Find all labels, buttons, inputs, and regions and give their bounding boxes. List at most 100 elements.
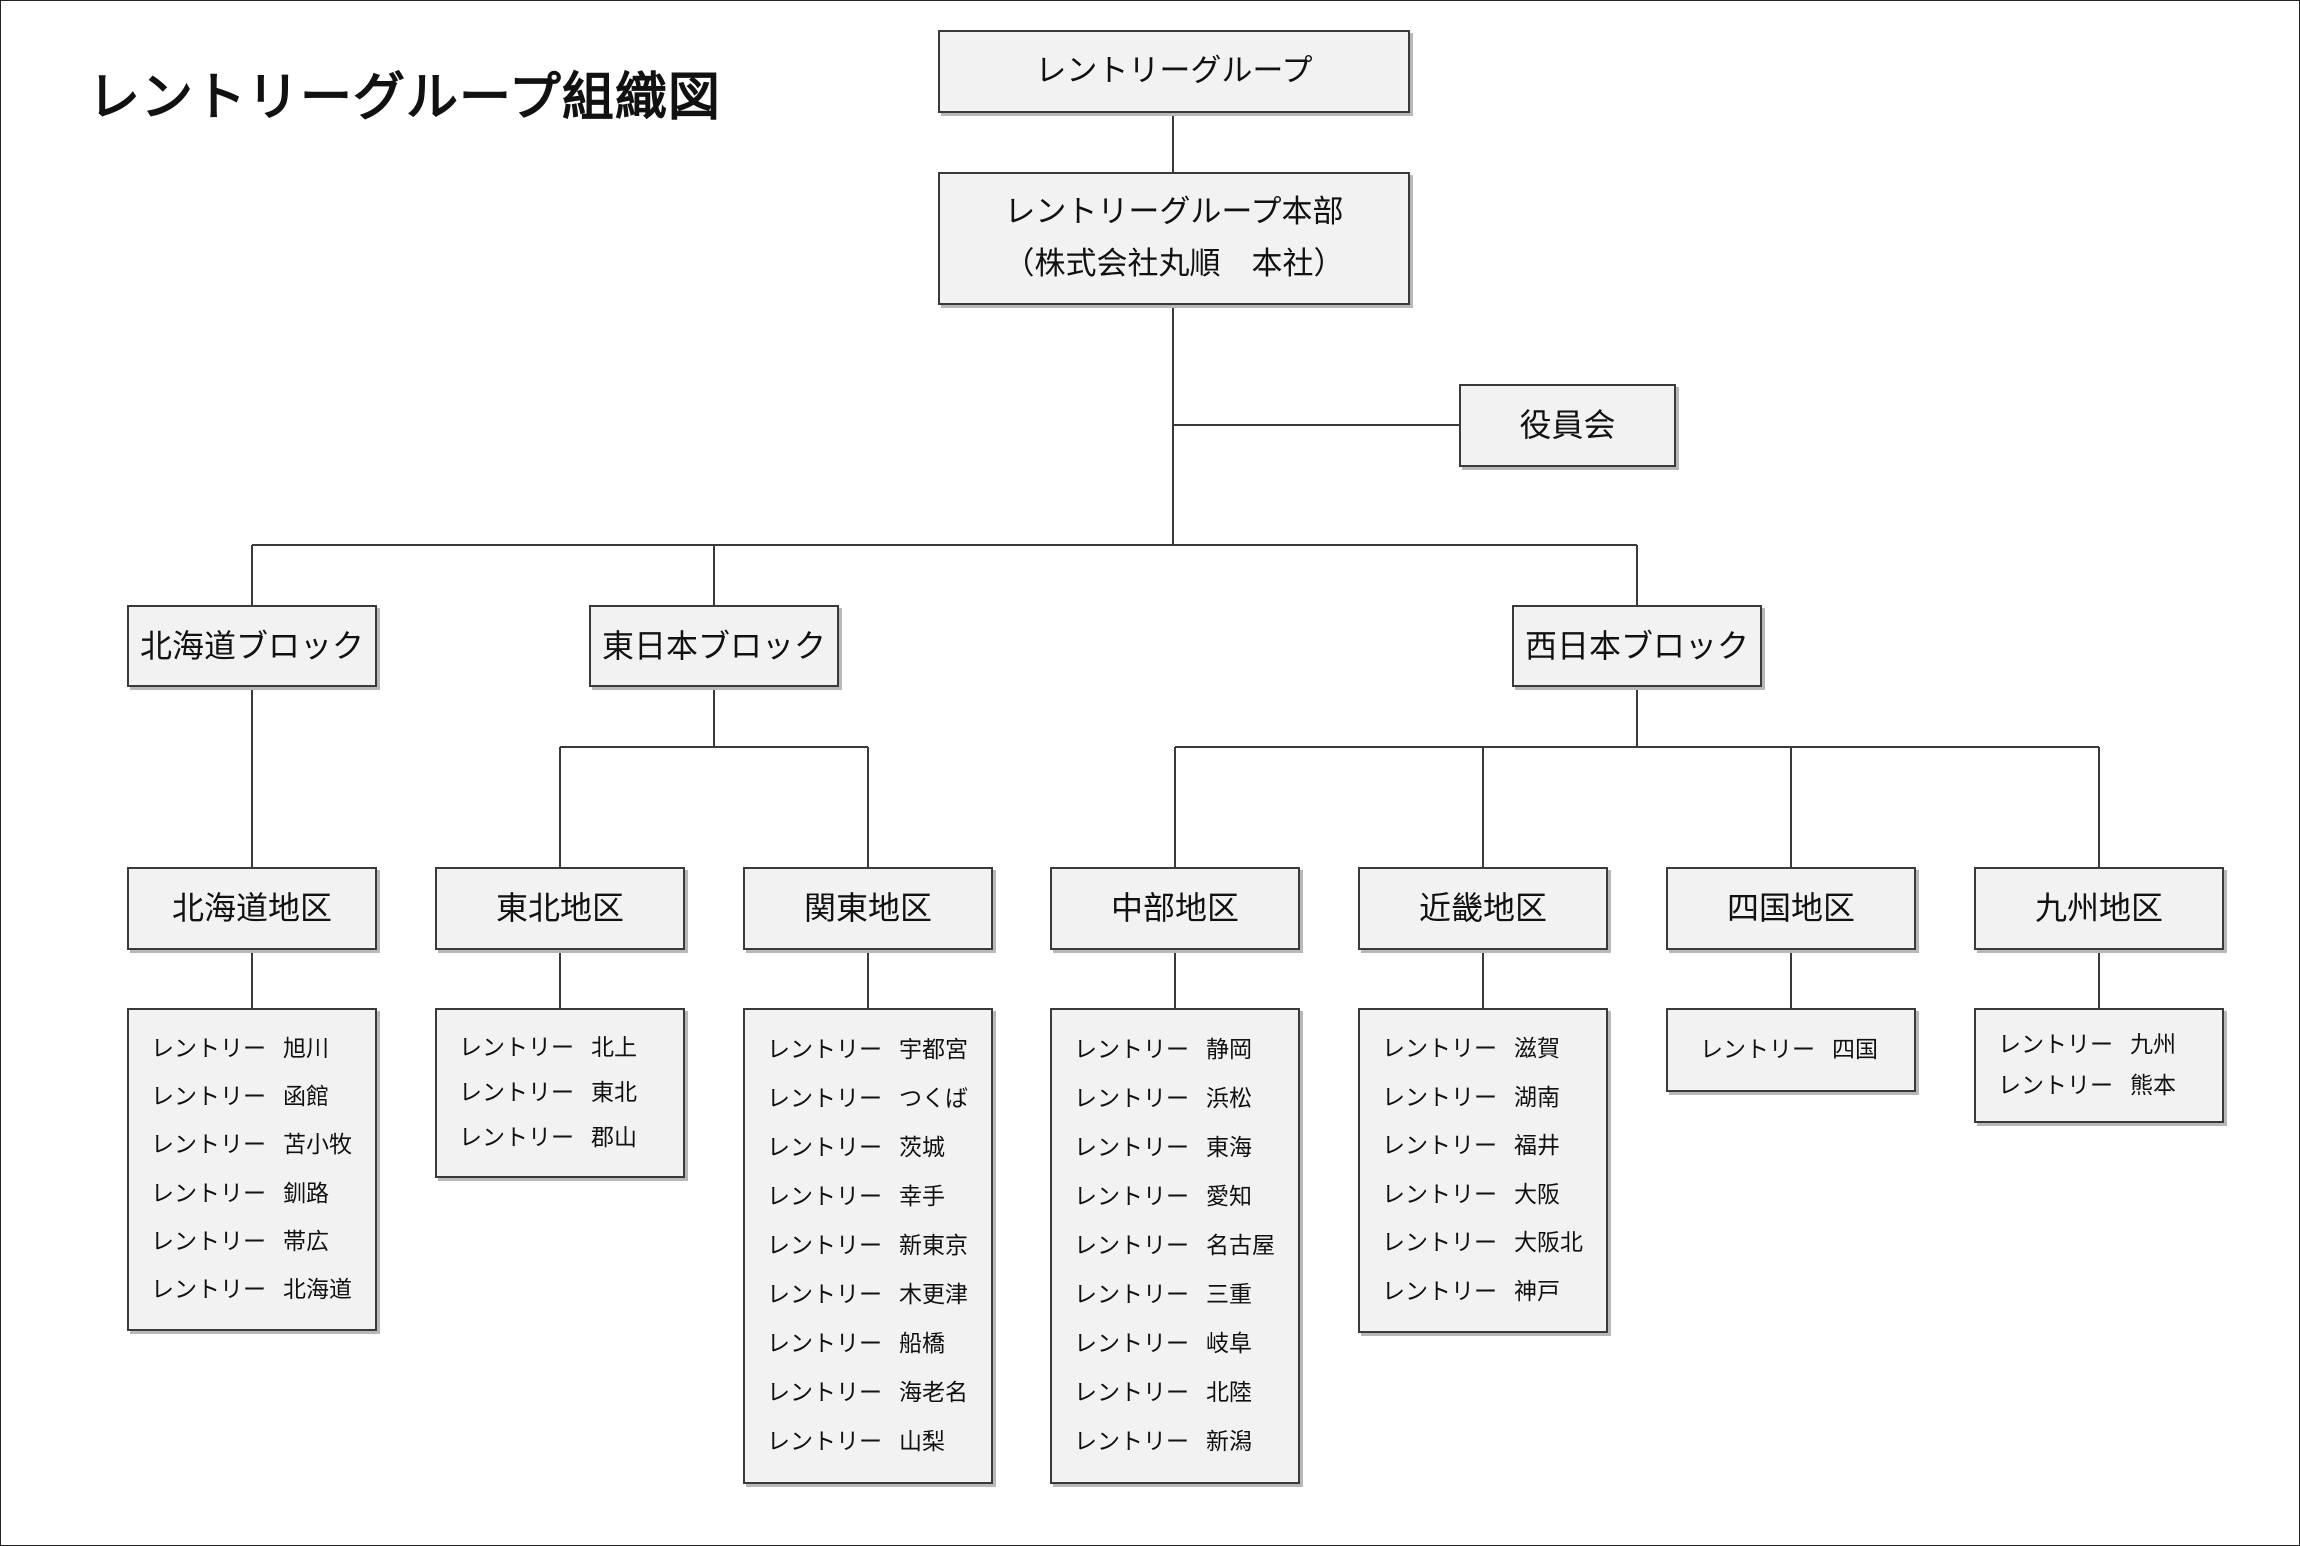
store-prefix: レントリー <box>459 1034 574 1061</box>
store-name: 北陸 <box>1206 1380 1252 1407</box>
store-prefix: レントリー <box>151 1132 266 1159</box>
store-name: 名古屋 <box>1206 1233 1275 1259</box>
store-item: レントリー帯広 <box>151 1227 329 1257</box>
store-item: レントリー旭川 <box>151 1034 329 1064</box>
store-item: レントリー茨城 <box>767 1133 945 1163</box>
store-name: 海老名 <box>899 1380 968 1407</box>
store-prefix: レントリー <box>767 1282 882 1309</box>
store-name: 新東京 <box>899 1233 968 1259</box>
store-name: 郡山 <box>591 1125 637 1152</box>
node-block-west-label: 西日本ブロック <box>1524 626 1749 665</box>
store-name: 東海 <box>1206 1134 1252 1161</box>
node-headquarters-line1: レントリーグループ本部 <box>1004 194 1344 231</box>
store-prefix: レントリー <box>767 1331 882 1358</box>
store-prefix: レントリー <box>459 1080 574 1106</box>
store-name: 大阪北 <box>1514 1230 1583 1257</box>
store-item: レントリー滋賀 <box>1382 1034 1560 1064</box>
store-item: レントリーつくば <box>767 1084 968 1114</box>
store-name: 茨城 <box>899 1134 945 1161</box>
node-region-chubu-label: 中部地区 <box>1110 889 1239 928</box>
store-item: レントリー北上 <box>459 1033 637 1063</box>
store-name: 新潟 <box>1206 1429 1252 1456</box>
store-prefix: レントリー <box>1074 1429 1189 1456</box>
store-name: 神戸 <box>1514 1278 1560 1305</box>
store-prefix: レントリー <box>151 1276 266 1303</box>
store-item: レントリー苫小牧 <box>151 1130 352 1160</box>
store-item: レントリー熊本 <box>1998 1071 2176 1101</box>
node-region-kanto: 関東地区 <box>743 867 993 950</box>
store-prefix: レントリー <box>1382 1084 1497 1111</box>
store-item: レントリー新東京 <box>767 1231 968 1261</box>
store-list-shikoku: レントリー四国 <box>1666 1008 1916 1092</box>
node-region-chubu: 中部地区 <box>1050 867 1300 950</box>
store-list-kyushu: レントリー九州レントリー熊本 <box>1974 1008 2224 1123</box>
node-block-west: 西日本ブロック <box>1512 605 1762 687</box>
store-list-kanto: レントリー宇都宮レントリーつくばレントリー茨城レントリー幸手レントリー新東京レン… <box>743 1008 993 1484</box>
store-item: レントリー船橋 <box>767 1329 945 1359</box>
store-item: レントリー三重 <box>1074 1280 1252 1310</box>
store-name: 北上 <box>591 1034 637 1061</box>
store-prefix: レントリー <box>151 1180 266 1207</box>
store-prefix: レントリー <box>767 1134 882 1161</box>
store-item: レントリー東海 <box>1074 1133 1252 1163</box>
store-item: レントリー新潟 <box>1074 1427 1252 1457</box>
store-item: レントリー郡山 <box>459 1123 637 1153</box>
store-prefix: レントリー <box>1382 1278 1497 1305</box>
node-board-label: 役員会 <box>1519 406 1616 445</box>
store-prefix: レントリー <box>1074 1085 1189 1112</box>
store-item: レントリー宇都宮 <box>767 1035 968 1065</box>
store-name: 浜松 <box>1206 1085 1252 1112</box>
store-prefix: レントリー <box>1382 1230 1497 1257</box>
node-block-hokkaido-label: 北海道ブロック <box>139 626 364 665</box>
store-prefix: レントリー <box>1700 1037 1815 1063</box>
store-item: レントリー名古屋 <box>1074 1231 1275 1261</box>
store-name: 愛知 <box>1206 1183 1252 1210</box>
store-name: 山梨 <box>899 1429 945 1456</box>
store-item: レントリー木更津 <box>767 1280 968 1310</box>
node-region-kinki: 近畿地区 <box>1358 867 1608 950</box>
node-region-tohoku: 東北地区 <box>435 867 685 950</box>
store-name: 岐阜 <box>1206 1331 1252 1358</box>
store-item: レントリー大阪北 <box>1382 1228 1583 1258</box>
node-root-label: レントリーグループ <box>1035 52 1313 89</box>
store-item: レントリー東北 <box>459 1078 637 1108</box>
store-prefix: レントリー <box>1074 1233 1189 1259</box>
store-prefix: レントリー <box>1074 1183 1189 1210</box>
store-item: レントリー大阪 <box>1382 1180 1560 1210</box>
store-prefix: レントリー <box>1998 1032 2113 1059</box>
store-item: レントリー湖南 <box>1382 1083 1560 1113</box>
store-item: レントリー静岡 <box>1074 1035 1252 1065</box>
store-prefix: レントリー <box>1382 1036 1497 1063</box>
store-item: レントリー釧路 <box>151 1179 329 1209</box>
node-headquarters-line2: （株式会社丸順 本社） <box>1003 245 1345 282</box>
node-region-kanto-label: 関東地区 <box>803 889 932 928</box>
store-name: 九州 <box>2130 1032 2176 1059</box>
store-prefix: レントリー <box>767 1085 882 1112</box>
store-prefix: レントリー <box>767 1233 882 1259</box>
store-name: 苫小牧 <box>283 1132 352 1159</box>
store-name: 北海道 <box>283 1276 352 1303</box>
node-region-shikoku-label: 四国地区 <box>1726 889 1855 928</box>
store-list-tohoku: レントリー北上レントリー東北レントリー郡山 <box>435 1008 685 1178</box>
store-list-hokkaido: レントリー旭川レントリー函館レントリー苫小牧レントリー釧路レントリー帯広レントリ… <box>127 1008 377 1331</box>
node-board: 役員会 <box>1459 384 1676 467</box>
store-item: レントリー浜松 <box>1074 1084 1252 1114</box>
store-name: 帯広 <box>283 1228 329 1255</box>
store-name: 四国 <box>1832 1037 1878 1063</box>
store-name: 幸手 <box>899 1183 945 1210</box>
node-root: レントリーグループ <box>938 30 1410 113</box>
store-prefix: レントリー <box>1998 1072 2113 1099</box>
store-name: つくば <box>899 1085 968 1112</box>
node-region-tohoku-label: 東北地区 <box>495 889 624 928</box>
chart-title: レントリーグループ組織図 <box>88 68 721 128</box>
store-name: 湖南 <box>1514 1084 1560 1111</box>
store-name: 大阪 <box>1514 1181 1560 1208</box>
store-name: 静岡 <box>1206 1036 1252 1063</box>
store-name: 滋賀 <box>1514 1036 1560 1063</box>
store-name: 宇都宮 <box>899 1036 968 1063</box>
store-prefix: レントリー <box>767 1036 882 1063</box>
store-list-kinki: レントリー滋賀レントリー湖南レントリー福井レントリー大阪レントリー大阪北レントリ… <box>1358 1008 1608 1333</box>
store-list-chubu: レントリー静岡レントリー浜松レントリー東海レントリー愛知レントリー名古屋レントリ… <box>1050 1008 1300 1484</box>
store-prefix: レントリー <box>767 1183 882 1210</box>
store-name: 東北 <box>591 1080 637 1106</box>
